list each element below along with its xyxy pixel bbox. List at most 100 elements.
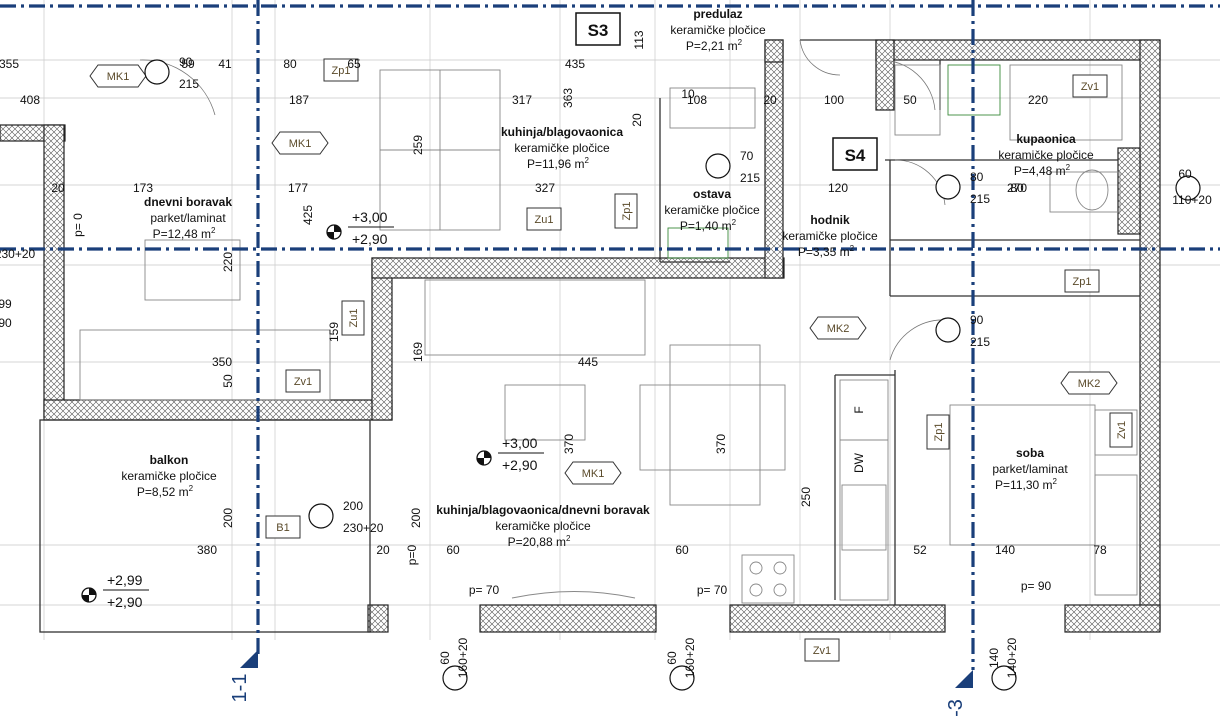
- window-height: 160+20: [683, 637, 697, 678]
- window-height: 140+20: [1005, 637, 1019, 678]
- door-swings: [139, 39, 946, 361]
- room-name: kuhinja/blagovaonica: [501, 125, 623, 139]
- partitions: [39, 39, 1140, 633]
- room-floor: keramičke pločice: [121, 469, 217, 483]
- sill-height: p= 90: [1021, 579, 1052, 593]
- tag-text: MK1: [289, 138, 312, 150]
- room-name: kupaonica: [1016, 132, 1076, 146]
- dimension-text: 187: [289, 93, 309, 107]
- room-floor: parket/laminat: [992, 462, 1068, 476]
- door-mark: 80 215: [935, 170, 990, 206]
- dimension-text: 20: [630, 113, 644, 127]
- dimension-text: 259: [411, 135, 425, 155]
- dimension-text: 65: [347, 57, 361, 71]
- room-floor: keramičke pločice: [670, 23, 766, 37]
- element-tag: Zp1: [614, 193, 638, 229]
- tag-text: Zp1: [332, 65, 351, 77]
- room-name: balkon: [150, 453, 189, 467]
- tag-text: Zv1: [294, 376, 312, 388]
- dimension-text: 90: [0, 316, 12, 330]
- dimension-text: 60: [446, 543, 460, 557]
- level-top: +2,99: [107, 572, 143, 588]
- room-name: ostava: [693, 187, 731, 201]
- furniture: [79, 64, 1138, 604]
- dimension-text: 177: [288, 181, 308, 195]
- element-tag: Zp1: [323, 58, 359, 82]
- dimension-text: 108: [687, 93, 707, 107]
- room-name: predulaz: [693, 7, 742, 21]
- door-width: 70: [740, 149, 754, 163]
- room-area: P=20,88 m2: [508, 534, 571, 549]
- room-floor: keramičke pločice: [998, 148, 1094, 162]
- element-tag: MK2: [809, 316, 867, 340]
- tag-text: MK2: [827, 323, 850, 335]
- dimension-text: 317: [512, 93, 532, 107]
- level-bottom: +2,90: [502, 457, 538, 473]
- element-tag: MK2: [1060, 371, 1118, 395]
- axis-lines: [0, 0, 1220, 670]
- element-tag: MK1: [564, 461, 622, 485]
- room-area: P=4,48 m2: [1014, 163, 1071, 178]
- dimension-text: 270: [1007, 181, 1027, 195]
- room-name: soba: [1016, 446, 1044, 460]
- tag-text: Zp1: [1073, 276, 1092, 288]
- unit-tag: S3: [575, 12, 621, 46]
- window-height: 160+20: [456, 637, 470, 678]
- dimension-text: 230+20: [0, 247, 36, 261]
- unit-tag: S4: [832, 137, 878, 171]
- dimension-text: 50: [903, 93, 917, 107]
- dimension-text: 370: [562, 434, 576, 454]
- dimension-text: 169: [411, 342, 425, 362]
- room-label: kuhinja/blagovaonica/dnevni boravakkeram…: [436, 503, 650, 549]
- dimension-text: 20: [763, 93, 777, 107]
- dimension-text: 20: [376, 543, 390, 557]
- room-floor: keramičke pločice: [514, 141, 610, 155]
- door-width: 90: [179, 55, 193, 69]
- door-width: 90: [970, 313, 984, 327]
- tag-text: Zu1: [348, 309, 360, 328]
- dimension-text: 425: [301, 205, 315, 225]
- dimension-text: 380: [197, 543, 217, 557]
- element-tag: MK1: [271, 131, 329, 155]
- dimension-text: 200: [409, 508, 423, 528]
- dimension-text: 370: [714, 434, 728, 454]
- level-top: +3,00: [502, 435, 538, 451]
- dimension-text: 408: [20, 93, 40, 107]
- dimension-text: 159: [327, 322, 341, 342]
- axis-label: -3: [945, 699, 967, 717]
- dimension-text: 220: [221, 252, 235, 272]
- window-height: 110+20: [1172, 193, 1212, 207]
- tag-text: Zp1: [621, 202, 633, 221]
- door-width: 200: [343, 499, 363, 513]
- room-floor: parket/laminat: [150, 211, 226, 225]
- door-mark: 90 215: [144, 55, 199, 91]
- section-arrow-2: [955, 670, 973, 688]
- room-area: P=2,21 m2: [686, 38, 743, 53]
- room-area: P=8,52 m2: [137, 484, 194, 499]
- dimension-text: 173: [133, 181, 153, 195]
- tag-text: Zv1: [1116, 421, 1128, 439]
- dimension-text: 52: [913, 543, 927, 557]
- window-width: 60: [1178, 167, 1192, 181]
- window-width: 60: [665, 651, 679, 665]
- dimension-text: 78: [1093, 543, 1107, 557]
- appliance-label: DW: [852, 452, 866, 473]
- window-width: 60: [438, 651, 452, 665]
- door-height: 215: [179, 77, 199, 91]
- dimension-text: 200: [221, 508, 235, 528]
- door-width: 80: [970, 170, 984, 184]
- door-height: 215: [970, 192, 990, 206]
- level-bottom: +2,90: [107, 594, 143, 610]
- room-name: hodnik: [810, 213, 850, 227]
- door-height: 215: [740, 171, 760, 185]
